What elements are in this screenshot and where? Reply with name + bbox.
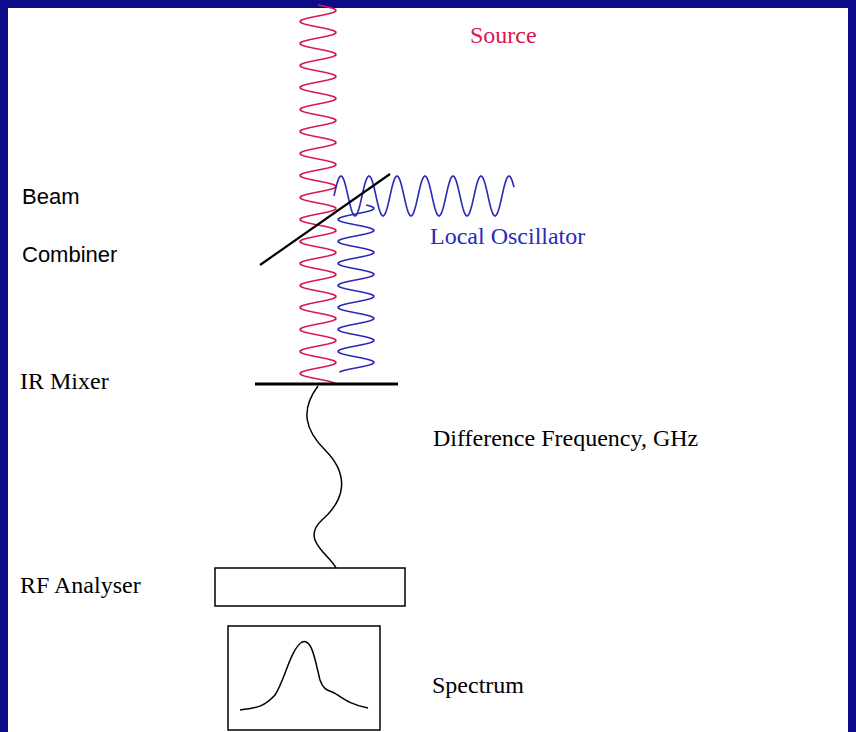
source-wave (300, 5, 336, 384)
spectrum-display (228, 626, 380, 730)
beam-combiner (260, 174, 390, 265)
spectrum-peak (240, 642, 368, 710)
mixer-label: IR Mixer (20, 368, 109, 394)
local-oscillator-wave (334, 176, 514, 216)
signal-cable (307, 386, 342, 568)
rf-analyser-box (215, 568, 405, 606)
analyser-label: RF Analyser (20, 572, 141, 598)
source-label: Source (470, 22, 537, 48)
oscillator-label: Local Oscillator (430, 223, 585, 249)
frequency-label: Difference Frequency, GHz (433, 425, 698, 451)
combiner-label: Beam Combiner (22, 168, 132, 284)
slide-panel (8, 8, 848, 732)
spectrum-label: Spectrum (432, 672, 524, 698)
local-oscillator-wave (338, 205, 374, 372)
ir-mixer (255, 383, 398, 386)
